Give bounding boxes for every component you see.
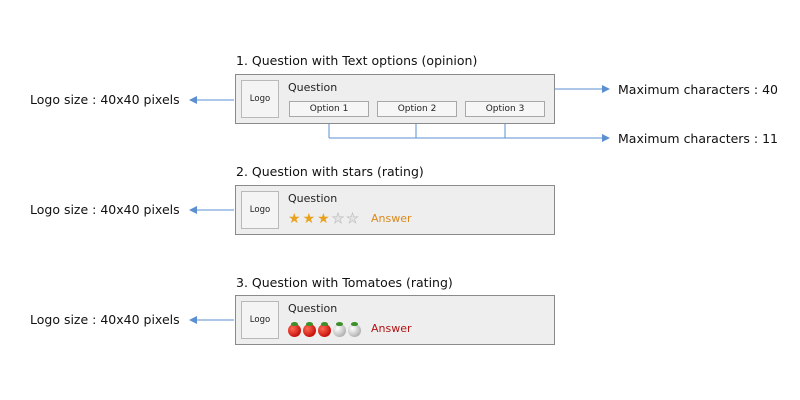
question-text: Question: [288, 81, 338, 94]
tomato-icon[interactable]: [333, 322, 346, 337]
star-icon[interactable]: ★: [346, 211, 359, 227]
star-icon[interactable]: ★: [302, 211, 316, 227]
logo-size-note-1: Logo size : 40x40 pixels: [30, 92, 180, 107]
question-max-chars-note: Maximum characters : 40: [618, 82, 778, 97]
tomato-rating[interactable]: [288, 322, 361, 337]
star-icon[interactable]: ★: [317, 211, 330, 227]
tomato-icon[interactable]: [318, 322, 331, 337]
option-max-chars-note: Maximum characters : 11: [618, 131, 778, 146]
star-icon[interactable]: ★: [331, 211, 345, 227]
star-rating[interactable]: ★★★★★: [288, 211, 359, 227]
tomato-icon[interactable]: [288, 322, 301, 337]
question-text: Question: [288, 302, 338, 315]
rating-answer: Answer: [371, 212, 412, 225]
logo-placeholder: Logo: [241, 191, 279, 229]
tomato-icon[interactable]: [303, 322, 316, 337]
tomato-icon[interactable]: [348, 322, 361, 337]
logo-size-note-3: Logo size : 40x40 pixels: [30, 312, 180, 327]
section-1-title: 1. Question with Text options (opinion): [236, 53, 478, 68]
star-rating-card: Logo Question ★★★★★ Answer: [235, 185, 555, 235]
question-text: Question: [288, 192, 338, 205]
option-1-button[interactable]: Option 1: [289, 101, 369, 117]
star-icon[interactable]: ★: [288, 211, 301, 227]
option-2-button[interactable]: Option 2: [377, 101, 457, 117]
rating-answer: Answer: [371, 322, 412, 335]
logo-placeholder: Logo: [241, 80, 279, 118]
option-3-button[interactable]: Option 3: [465, 101, 545, 117]
opinion-card: Logo Question Option 1 Option 2 Option 3: [235, 74, 555, 124]
logo-size-note-2: Logo size : 40x40 pixels: [30, 202, 180, 217]
logo-placeholder: Logo: [241, 301, 279, 339]
tomato-rating-card: Logo Question Answer: [235, 295, 555, 345]
section-3-title: 3. Question with Tomatoes (rating): [236, 275, 453, 290]
section-2-title: 2. Question with stars (rating): [236, 164, 424, 179]
